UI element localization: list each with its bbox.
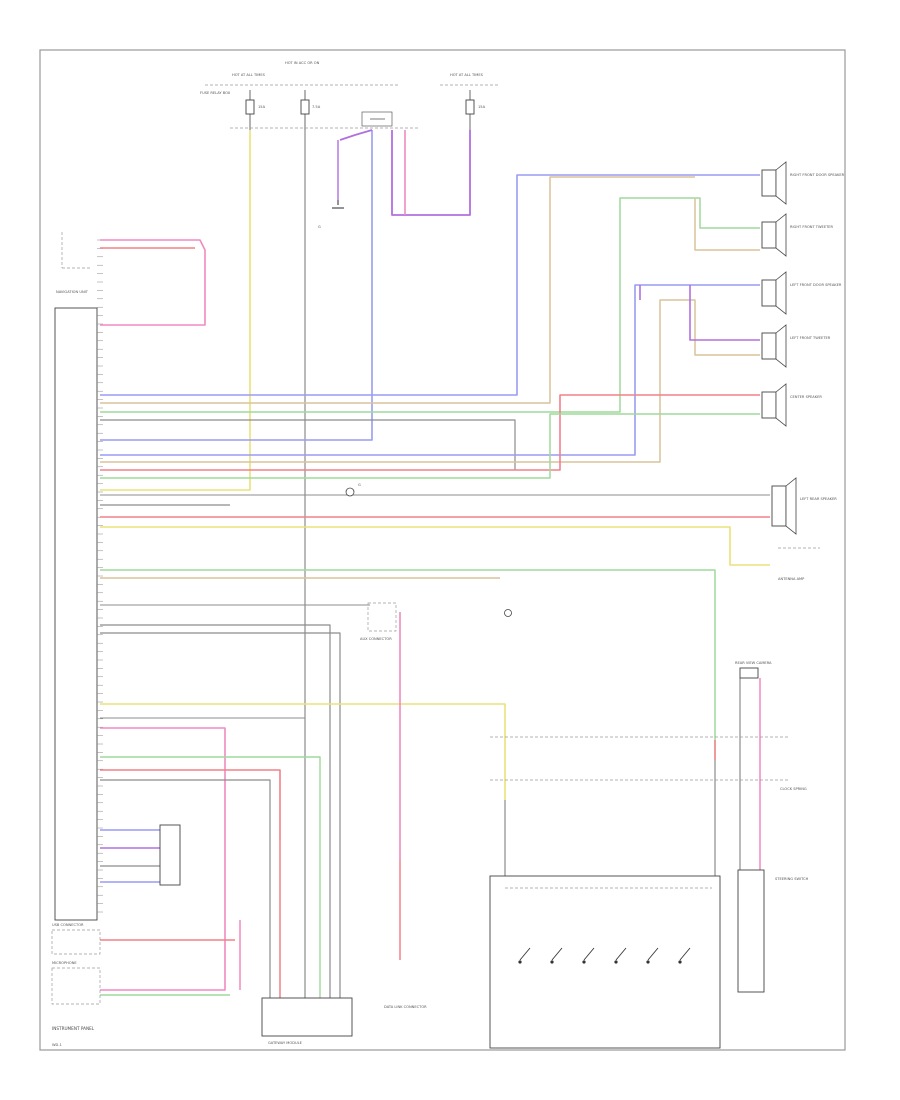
wire-green-rft xyxy=(100,197,760,413)
relay-symbol xyxy=(361,111,393,127)
aux-connector: AUX CONNECTOR xyxy=(360,602,512,641)
switch-node xyxy=(582,960,586,964)
fuse-hot-a-label: HOT AT ALL TIMES xyxy=(232,73,266,77)
fuse-3: 15A xyxy=(465,90,486,130)
wire-gray-low xyxy=(100,779,271,840)
wire-gray-mid xyxy=(100,419,516,470)
usb-connector: USB CONNECTOR xyxy=(51,923,101,955)
wire-yellow-lr xyxy=(100,526,770,566)
wire-pink-mic xyxy=(100,727,226,991)
data-link-label: DATA LINK CONNECTOR xyxy=(384,1005,427,1009)
fuse-1: 15A xyxy=(245,90,266,130)
lr-speaker-label: LEFT REAR SPEAKER xyxy=(800,497,837,501)
camera-label: REAR VIEW CAMERA xyxy=(735,661,772,665)
wire-yellow-feed xyxy=(100,130,251,491)
wire-green-ant xyxy=(100,569,716,760)
antenna-label: ANTENNA AMP xyxy=(778,577,805,581)
lf-tweeter-label: LEFT FRONT TWEETER xyxy=(790,336,831,340)
head-unit-pins xyxy=(97,239,103,913)
wire-blue-rf xyxy=(100,174,760,396)
rf-speaker: RIGHT FRONT DOOR SPEAKER xyxy=(761,161,845,205)
wire-red-low xyxy=(100,769,281,840)
fuse-hot-b-label: HOT IN ACC OR ON xyxy=(285,61,320,65)
lf-speaker-label: LEFT FRONT DOOR SPEAKER xyxy=(790,283,842,287)
switch-node xyxy=(646,960,650,964)
wire-yellow-cam xyxy=(100,703,506,800)
rf-tweeter-label: RIGHT FRONT TWEETER xyxy=(790,225,834,229)
lf-tweeter: LEFT FRONT TWEETER xyxy=(761,324,831,368)
fuse-amp-3: 15A xyxy=(478,105,486,109)
wire-green-low xyxy=(100,756,321,840)
wire-gray-aux2 xyxy=(100,624,331,840)
wire-green-center xyxy=(100,413,760,479)
ground-2-label: G xyxy=(358,483,361,487)
switch-contact xyxy=(679,947,691,961)
switch-node xyxy=(550,960,554,964)
usb-label: USB CONNECTOR xyxy=(52,923,84,927)
code-label: WD-1 xyxy=(52,1043,62,1047)
wire-pink-top xyxy=(100,239,206,326)
fuse-2: 7.5A xyxy=(300,90,321,130)
microphone: MICROPHONE xyxy=(51,961,101,1005)
diagram-frame xyxy=(39,49,846,1051)
mid-connector xyxy=(159,824,181,886)
clock-spring-connector: CLOCK SPRING xyxy=(490,736,807,791)
steering-switch: STEERING SWITCH xyxy=(489,869,809,1049)
wire-tan-rf xyxy=(100,176,695,404)
head-unit-label: NAVIGATION UNIT xyxy=(56,290,89,294)
wire-violet-loop xyxy=(391,130,471,216)
wire-violet-lft xyxy=(689,285,760,341)
head-unit: NAVIGATION UNIT xyxy=(54,232,98,921)
fuse-amp-1: 15A xyxy=(258,105,266,109)
wire-tan-rft xyxy=(694,198,760,251)
head-unit-body xyxy=(54,307,98,921)
ground-mid: G xyxy=(345,483,361,497)
ground-symbol-top: G xyxy=(318,140,344,229)
lr-speaker: LEFT REAR SPEAKER xyxy=(771,477,837,535)
wire-violet-stub xyxy=(339,129,373,141)
center-speaker-label: CENTER SPEAKER xyxy=(790,395,822,399)
gateway-module: GATEWAY MODULE xyxy=(261,997,353,1045)
switch-contacts xyxy=(518,947,691,964)
switch-contact xyxy=(647,947,659,961)
camera: REAR VIEW CAMERA xyxy=(735,661,772,679)
steering-switch-label: STEERING SWITCH xyxy=(775,877,809,881)
data-link-connector: DATA LINK CONNECTOR xyxy=(384,1005,427,1009)
switch-node xyxy=(518,960,522,964)
switch-contact xyxy=(583,947,595,961)
fuse-block: HOT AT ALL TIMES HOT IN ACC OR ON HOT AT… xyxy=(200,61,500,130)
center-speaker: CENTER SPEAKER xyxy=(761,383,822,427)
wire-red-center xyxy=(100,394,760,471)
fuse-hot-c-label: HOT AT ALL TIMES xyxy=(450,73,484,77)
microphone-label: MICROPHONE xyxy=(52,961,77,965)
footer-label: INSTRUMENT PANEL xyxy=(52,1026,95,1031)
wire-tan-lft xyxy=(100,299,760,463)
ground-1-label: G xyxy=(318,225,321,229)
wires xyxy=(100,129,770,1000)
switch-contact xyxy=(551,947,563,961)
switch-node xyxy=(614,960,618,964)
clock-spring-label: CLOCK SPRING xyxy=(780,787,807,791)
lf-speaker: LEFT FRONT DOOR SPEAKER xyxy=(761,271,842,315)
gateway-label: GATEWAY MODULE xyxy=(268,1041,303,1045)
antenna: ANTENNA AMP xyxy=(778,547,820,581)
wire-gray-aux3 xyxy=(100,632,341,840)
switch-contact xyxy=(519,947,531,961)
switch-node xyxy=(678,960,682,964)
rf-tweeter: RIGHT FRONT TWEETER xyxy=(761,213,834,257)
switch-contact xyxy=(615,947,627,961)
aux-label: AUX CONNECTOR xyxy=(360,637,392,641)
fuse-note-label: FUSE RELAY BOX xyxy=(200,91,231,95)
wire-blue-lf xyxy=(100,284,760,456)
speaker-group: RIGHT FRONT DOOR SPEAKER RIGHT FRONT TWE… xyxy=(761,161,845,535)
rf-speaker-label: RIGHT FRONT DOOR SPEAKER xyxy=(790,173,845,177)
wire-blue-feed xyxy=(100,130,373,441)
fuse-amp-2: 7.5A xyxy=(312,105,321,109)
